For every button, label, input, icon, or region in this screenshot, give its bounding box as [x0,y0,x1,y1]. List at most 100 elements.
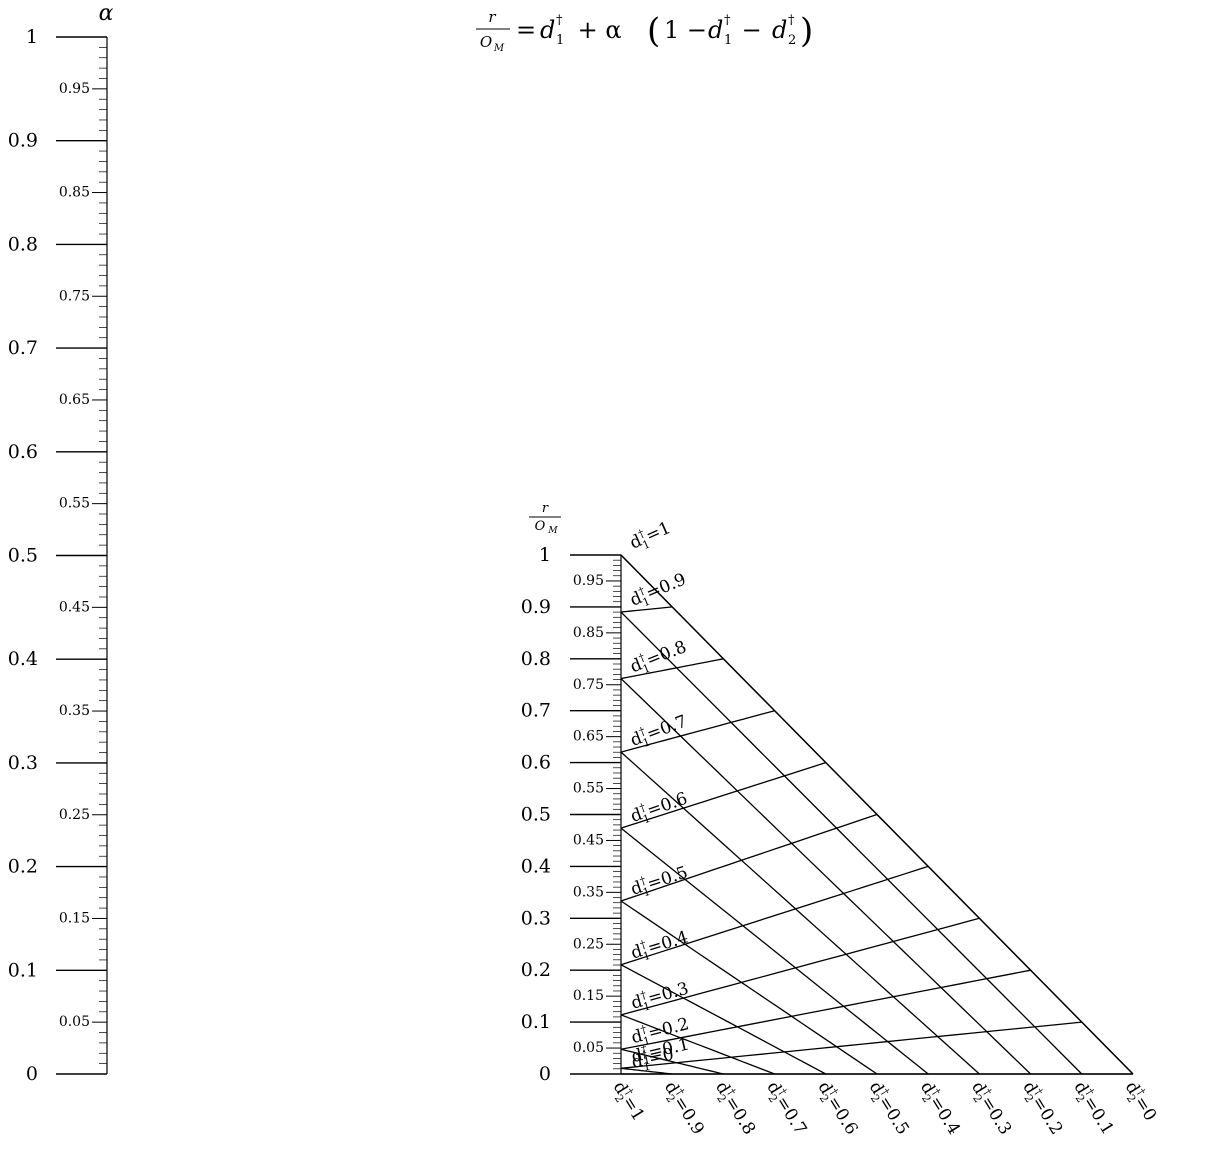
ratio-label-0-2: 0.2 [521,959,551,981]
formula-equals: = [516,16,536,44]
formula: r O M = d † 1 + α ( 1 − d † 1 − d † 2 ) [476,8,813,54]
ratio-label-0-45: 0.45 [573,832,604,848]
alpha-label-0-05: 0.05 [59,1014,90,1030]
alpha-label-0-9: 0.9 [8,130,38,152]
d1-label-1: d†1=1 [626,516,675,556]
ratio-scale-title-denominator-sub: M [547,526,558,536]
ratio-label-0-95: 0.95 [573,573,604,589]
alpha-label-0-7: 0.7 [8,337,38,359]
alpha-label-0-75: 0.75 [59,288,90,304]
formula-d1-sub: 1 [556,33,564,48]
alpha-label-1: 1 [26,26,38,48]
d1-line-0-7 [620,710,775,753]
d1-line-0-1 [620,1021,1082,1069]
d2-label-0-3: d†2=0.3 [965,1077,1017,1140]
ratio-label-0-9: 0.9 [521,596,551,618]
alpha-label-0-6: 0.6 [8,441,38,463]
alpha-label-0-35: 0.35 [59,703,90,719]
formula-minus: − [734,16,769,44]
d2-line-0-3 [620,751,980,1075]
d2-label-0-6: d†2=0.6 [811,1077,863,1140]
d1-label-0-7: d†1=0.7 [627,710,691,754]
formula-lhs-numerator: r [488,8,496,26]
ratio-label-0-8: 0.8 [521,648,551,670]
d2-labels: d†2=1d†2=0.9d†2=0.8d†2=0.7d†2=0.6d†2=0.5… [609,1077,1160,1140]
ratio-label-0-3: 0.3 [521,907,551,929]
ratio-scale-title-denominator: O [535,519,546,534]
ratio-label-0-25: 0.25 [573,936,604,952]
alpha-label-0-65: 0.65 [59,392,90,408]
d2-label-0-4: d†2=0.4 [913,1077,965,1140]
ratio-label-0-7: 0.7 [521,700,551,722]
d2-label-0-9: d†2=0.9 [657,1077,709,1140]
alpha-label-0-85: 0.85 [59,185,90,201]
alpha-label-0-2: 0.2 [8,856,38,878]
ratio-scale: r O M 0 0.1 0.2 0.3 0.4 0.5 0.6 0.7 0.8 0.9 1 0.05 0… [521,501,622,1085]
d2-line-0-5 [620,900,878,1075]
ratio-label-0-15: 0.15 [573,988,604,1004]
d2-line-0-4 [620,827,929,1075]
d2-label-0-1: d†2=0.1 [1067,1077,1119,1140]
ratio-label-0: 0 [539,1063,551,1085]
d2-label-0-2: d†2=0.2 [1016,1077,1068,1140]
d2-label-0-8: d†2=0.8 [709,1077,761,1140]
formula-d2-sub: 2 [788,33,796,48]
formula-d1: d [540,16,555,44]
d1-line-0-9 [620,606,673,613]
formula-lhs-denominator: O [480,33,492,51]
d1-label-0-8: d†1=0.8 [627,635,691,680]
d1-label-0-9: d†1=0.9 [626,568,690,614]
alpha-scale: α 0 0.1 0.2 0.3 0.4 0.5 0.6 0.7 0.8 0.9 1 0.05 0.15 0… [8,1,114,1085]
ratio-scale-title-numerator: r [542,501,549,516]
ratio-label-0-85: 0.85 [573,625,604,641]
formula-d2: d [772,16,787,44]
ratio-label-0-4: 0.4 [521,855,551,877]
formula-lhs-denominator-sub: M [493,43,505,54]
d1-labels: d†1=1 d†1=0.9 d†1=0.8 d†1=0.7 d†1=0.6 d†1=0.5… [626,516,692,1076]
alpha-label-0-5: 0.5 [8,545,38,567]
alpha-label-0-4: 0.4 [8,648,38,670]
triangle-grid [620,554,1134,1075]
ratio-label-0-55: 0.55 [573,781,604,797]
ratio-label-0-1: 0.1 [521,1011,551,1033]
ratio-label-0-5: 0.5 [521,804,551,826]
alpha-scale-title: α [99,1,114,26]
formula-d1b-dagger: † [724,13,731,28]
d1-line-0-5 [620,813,878,902]
alpha-label-0-15: 0.15 [59,910,90,926]
formula-plus-alpha: + α [570,16,629,44]
formula-rparen: ) [800,11,813,51]
d1-label-0-3: d†1=0.3 [628,977,691,1017]
alpha-label-0: 0 [26,1063,38,1085]
alpha-label-0-3: 0.3 [8,752,38,774]
d1-label-0-4: d†1=0.4 [628,926,691,967]
d1-label-0: d†1=0 [629,1043,676,1076]
formula-d1b-sub: 1 [724,33,732,48]
d2-label-0-5: d†2=0.5 [862,1077,914,1140]
formula-lparen: ( [647,11,660,51]
d1-line-0-3 [620,917,980,1016]
alpha-label-0-55: 0.55 [59,496,90,512]
ratio-label-0-65: 0.65 [573,729,604,745]
alpha-label-0-95: 0.95 [59,81,90,97]
ratio-label-0-75: 0.75 [573,677,604,693]
formula-d1-dagger: † [556,13,563,28]
triangle-hypotenuse [620,554,1134,1075]
alpha-label-0-45: 0.45 [59,599,90,615]
d1-label-0-6: d†1=0.6 [627,787,691,830]
alpha-label-0-1: 0.1 [8,959,38,981]
d2-line-0-6 [620,964,827,1075]
d2-line-0-7 [620,1014,775,1075]
ratio-label-0-05: 0.05 [573,1040,604,1056]
ratio-label-0-6: 0.6 [521,752,551,774]
alpha-label-0-8: 0.8 [8,233,38,255]
formula-d2-dagger: † [788,13,795,28]
d2-label-0-7: d†2=0.7 [760,1077,812,1140]
d2-line-0-2 [620,678,1032,1075]
d1-label-0-5: d†1=0.5 [628,861,692,903]
d2-line-0-9 [620,1067,673,1075]
ratio-label-1: 1 [539,544,551,566]
formula-one-minus: 1 − [664,16,715,44]
d2-line-0-8 [620,1048,724,1075]
